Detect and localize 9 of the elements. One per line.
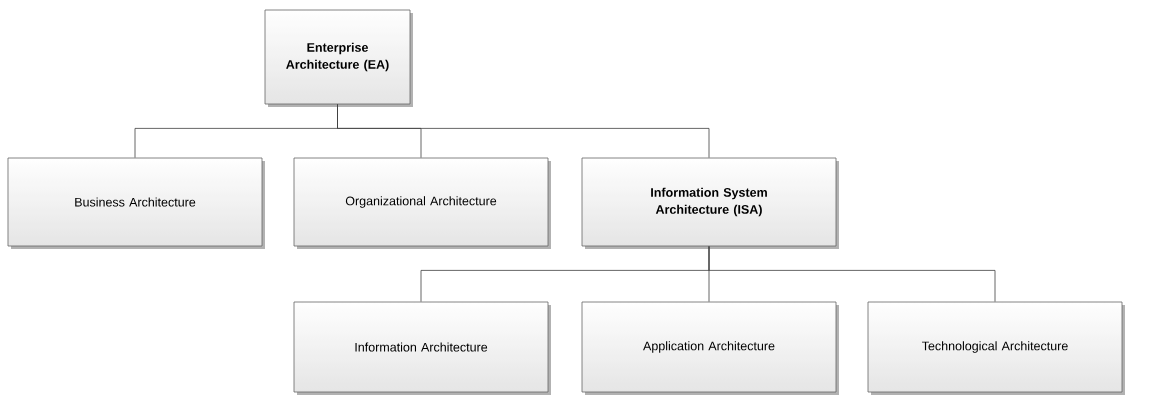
box: Organizational Architecture [293, 157, 551, 249]
connector-line [337, 104, 710, 158]
box: Application Architecture [581, 301, 839, 395]
box: Information Architecture [293, 301, 551, 395]
box: Business Architecture [7, 157, 265, 249]
box: Technological Architecture [867, 301, 1125, 395]
box: Information System Architecture (ISA) [581, 157, 839, 249]
box: Enterprise Architecture (EA) [264, 9, 413, 107]
connector-line [708, 246, 996, 302]
